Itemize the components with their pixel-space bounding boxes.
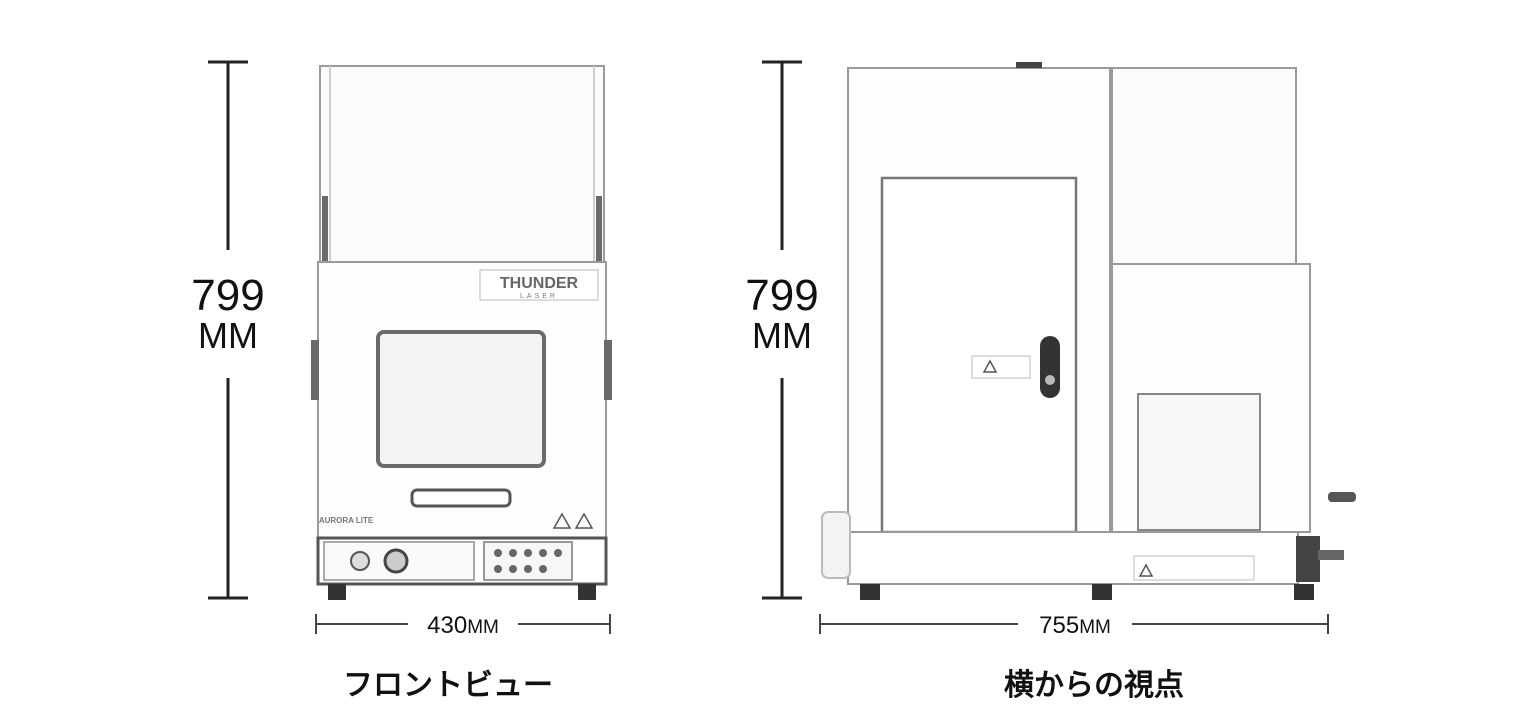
side-width-label: 755MM	[1039, 612, 1111, 639]
side-view-caption: 横からの視点	[1004, 668, 1184, 703]
front-machine	[311, 65, 612, 600]
side-view: 799 MM	[745, 60, 1356, 639]
front-width-label: 430MM	[427, 612, 499, 639]
front-width-value: 430	[427, 612, 467, 639]
front-height-unit: MM	[198, 315, 258, 356]
model-label: AURORA LITE	[319, 516, 374, 525]
front-height-value: 799	[191, 271, 264, 320]
side-height-dimension	[762, 60, 802, 600]
brand-sub-text: LASER	[520, 293, 558, 300]
side-width-value: 755	[1039, 612, 1079, 639]
side-height-unit: MM	[752, 315, 812, 356]
thunder-laser-logo: THUNDER LASER	[479, 269, 599, 301]
side-height-value: 799	[745, 271, 818, 320]
front-width-unit: MM	[467, 617, 499, 638]
front-view: 799 MM	[191, 60, 612, 639]
brand-main-text: THUNDER	[500, 275, 579, 292]
front-height-dimension	[208, 60, 248, 600]
side-machine	[821, 62, 1356, 600]
front-width-dimension	[315, 614, 611, 634]
side-width-dimension	[819, 614, 1329, 634]
side-width-unit: MM	[1079, 617, 1111, 638]
front-view-caption: フロントビュー	[343, 668, 553, 703]
